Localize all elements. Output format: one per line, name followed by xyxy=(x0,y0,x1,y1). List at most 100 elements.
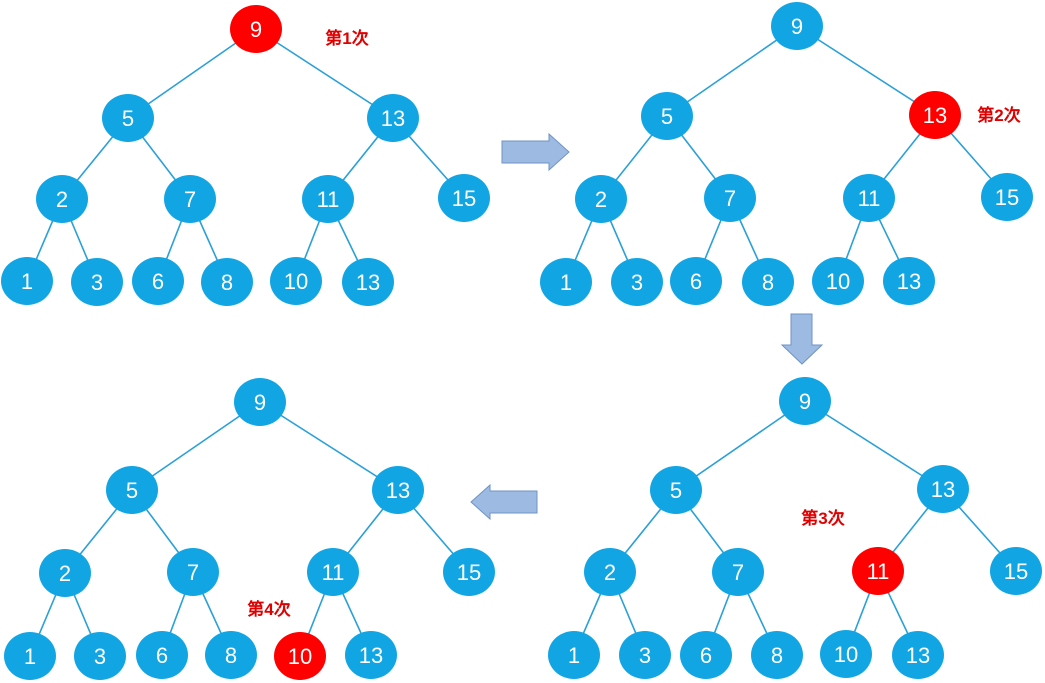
node-value: 13 xyxy=(381,106,405,131)
tree-node: 13 xyxy=(917,465,969,513)
node-circle xyxy=(302,175,354,223)
node-circle xyxy=(981,173,1033,221)
node-circle xyxy=(74,632,126,680)
tree-node: 13 xyxy=(883,257,935,305)
node-value: 6 xyxy=(690,269,702,294)
node-circle xyxy=(167,548,219,596)
node-value: 13 xyxy=(897,269,921,294)
node-value: 8 xyxy=(771,643,783,668)
tree-node: 5 xyxy=(641,92,693,140)
node-circle xyxy=(270,257,322,305)
tree-node: 6 xyxy=(132,257,184,305)
tree-node: 3 xyxy=(619,631,671,679)
tree-node: 9 xyxy=(234,378,286,426)
node-circle xyxy=(771,2,823,50)
arrow-left-icon xyxy=(470,483,538,521)
tree-node: 7 xyxy=(164,175,216,223)
node-circle xyxy=(575,175,627,223)
node-circle xyxy=(102,94,154,142)
tree-node: 7 xyxy=(167,548,219,596)
tree-node: 8 xyxy=(742,258,794,306)
node-circle xyxy=(883,257,935,305)
node-value: 15 xyxy=(452,186,476,211)
tree-node: 11 xyxy=(302,175,354,223)
node-circle xyxy=(779,377,831,425)
node-value: 11 xyxy=(867,559,890,584)
node-circle xyxy=(641,92,693,140)
node-circle xyxy=(619,631,671,679)
node-value: 8 xyxy=(221,270,233,295)
node-value: 8 xyxy=(762,270,774,295)
node-circle xyxy=(820,630,872,678)
node-value: 8 xyxy=(225,643,237,668)
node-circle xyxy=(36,175,88,223)
node-value: 10 xyxy=(288,644,312,669)
highlighted-tree-node: 10 xyxy=(274,632,326,680)
highlighted-tree-node: 9 xyxy=(230,5,282,53)
tree-node: 8 xyxy=(751,631,803,679)
node-circle xyxy=(164,175,216,223)
node-circle xyxy=(1,257,53,305)
node-value: 11 xyxy=(322,560,345,585)
node-circle xyxy=(230,5,282,53)
node-value: 13 xyxy=(356,270,380,295)
tree-node: 13 xyxy=(892,631,944,679)
tree-node: 1 xyxy=(540,258,592,306)
node-circle xyxy=(584,548,636,596)
node-circle xyxy=(843,174,895,222)
node-circle xyxy=(136,631,188,679)
node-circle xyxy=(680,631,732,679)
node-value: 9 xyxy=(791,14,803,39)
tree-node: 3 xyxy=(611,258,663,306)
tree-node: 6 xyxy=(680,631,732,679)
node-circle xyxy=(39,549,91,597)
node-value: 5 xyxy=(126,478,138,503)
node-circle xyxy=(712,548,764,596)
node-circle xyxy=(342,258,394,306)
tree-node: 8 xyxy=(201,258,253,306)
node-circle xyxy=(742,258,794,306)
tree-node: 15 xyxy=(443,548,495,596)
tree-node: 11 xyxy=(307,548,359,596)
node-value: 15 xyxy=(1004,559,1028,584)
node-value: 7 xyxy=(187,560,199,585)
node-value: 1 xyxy=(568,643,580,668)
tree-node: 1 xyxy=(1,257,53,305)
tree-node: 6 xyxy=(670,257,722,305)
step-label: 第4次 xyxy=(247,599,290,619)
node-circle xyxy=(909,91,961,139)
tree-node: 1 xyxy=(548,631,600,679)
tree-edge xyxy=(675,400,806,491)
node-value: 1 xyxy=(24,644,36,669)
node-value: 3 xyxy=(639,643,651,668)
tree-node: 15 xyxy=(981,173,1033,221)
tree-node: 13 xyxy=(345,631,397,679)
node-circle xyxy=(548,631,600,679)
node-value: 11 xyxy=(858,186,881,211)
tree-node: 15 xyxy=(990,547,1042,595)
tree-edge xyxy=(255,28,394,119)
node-value: 9 xyxy=(799,389,811,414)
node-value: 7 xyxy=(184,187,196,212)
node-value: 1 xyxy=(560,270,572,295)
node-value: 2 xyxy=(595,187,607,212)
node-circle xyxy=(438,174,490,222)
tree-node: 11 xyxy=(843,174,895,222)
tree-node: 10 xyxy=(812,257,864,305)
tree-node: 8 xyxy=(205,631,257,679)
tree-node: 7 xyxy=(704,174,756,222)
tree-edge xyxy=(127,28,257,119)
node-value: 9 xyxy=(254,390,266,415)
tree-node: 9 xyxy=(771,2,823,50)
node-value: 13 xyxy=(906,643,930,668)
node-value: 10 xyxy=(826,269,850,294)
node-circle xyxy=(990,547,1042,595)
highlighted-tree-node: 13 xyxy=(909,91,961,139)
arrow-right-icon xyxy=(501,132,570,172)
node-value: 10 xyxy=(284,269,308,294)
tree-node: 15 xyxy=(438,174,490,222)
node-value: 13 xyxy=(923,103,947,128)
